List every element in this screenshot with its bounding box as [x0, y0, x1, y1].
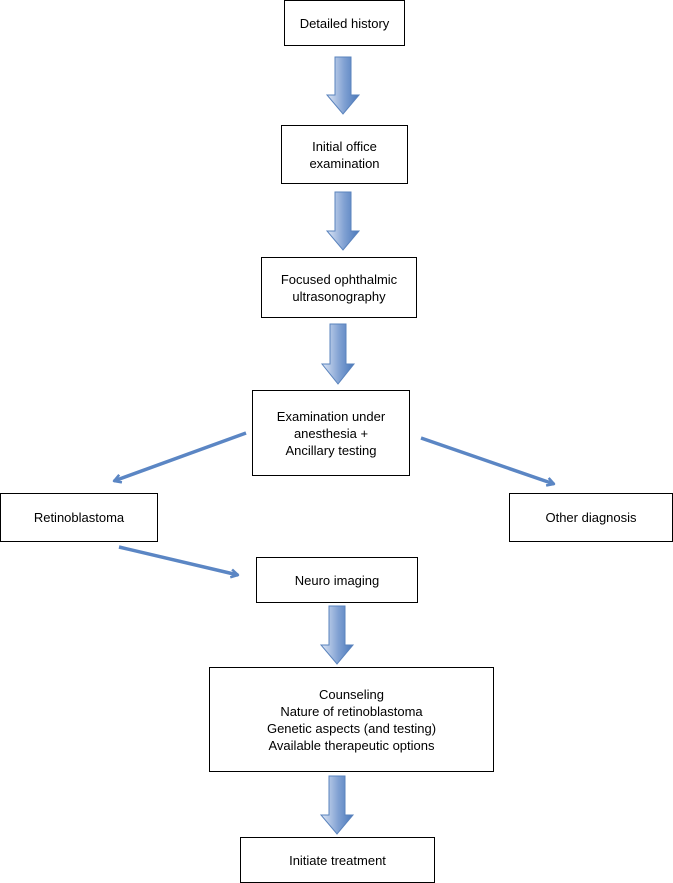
- node-text-line: Initial office: [312, 138, 377, 154]
- arrow-eua-to-other-diagnosis: [420, 436, 554, 484]
- arrow-counseling-to-treatment: [319, 775, 355, 835]
- arrow-retinoblastoma-to-neuroimaging: [118, 545, 238, 575]
- arrow-eua-to-retinoblastoma: [114, 431, 247, 481]
- node-text-line: Counseling: [318, 686, 385, 702]
- node-detailed-history-text: Detailed history: [300, 15, 390, 32]
- node-text-line: Initiate treatment: [289, 852, 386, 868]
- node-text-line: Ancillary testing: [285, 442, 377, 458]
- node-detailed-history: Detailed history: [284, 0, 405, 46]
- node-neuro-imaging: Neuro imaging: [256, 557, 418, 603]
- node-text-line: anesthesia +: [293, 425, 369, 441]
- node-retinoblastoma: Retinoblastoma: [0, 493, 158, 542]
- node-other-diagnosis: Other diagnosis: [509, 493, 673, 542]
- node-text-line: Retinoblastoma: [33, 510, 125, 525]
- node-text-line: Available therapeutic options: [268, 737, 435, 753]
- node-initiate-treatment: Initiate treatment: [240, 837, 435, 883]
- node-text-line: Examination under: [276, 408, 386, 424]
- node-text-line: Detailed history: [299, 15, 390, 31]
- node-retinoblastoma-text: Retinoblastoma: [34, 509, 124, 526]
- arrow-exam-to-ultrasonography: [325, 191, 361, 251]
- arrow-ultrasonography-to-eua: [320, 323, 356, 385]
- node-text-line: examination: [309, 155, 380, 171]
- node-text-line: Nature of retinoblastoma: [280, 703, 423, 719]
- arrow-history-to-exam: [325, 56, 361, 115]
- node-neuro-imaging-text: Neuro imaging: [295, 572, 380, 589]
- node-text-line: Genetic aspects (and testing): [266, 720, 437, 736]
- node-text-line: ultrasonography: [292, 288, 386, 304]
- node-text-line: Neuro imaging: [294, 572, 380, 588]
- node-text-line: Other diagnosis: [545, 510, 637, 525]
- arrow-neuroimaging-to-counseling: [319, 605, 355, 665]
- node-initiate-treatment-text: Initiate treatment: [289, 852, 386, 869]
- node-other-diagnosis-text: Other diagnosis: [545, 509, 636, 526]
- node-text-line: Focused ophthalmic: [280, 271, 398, 287]
